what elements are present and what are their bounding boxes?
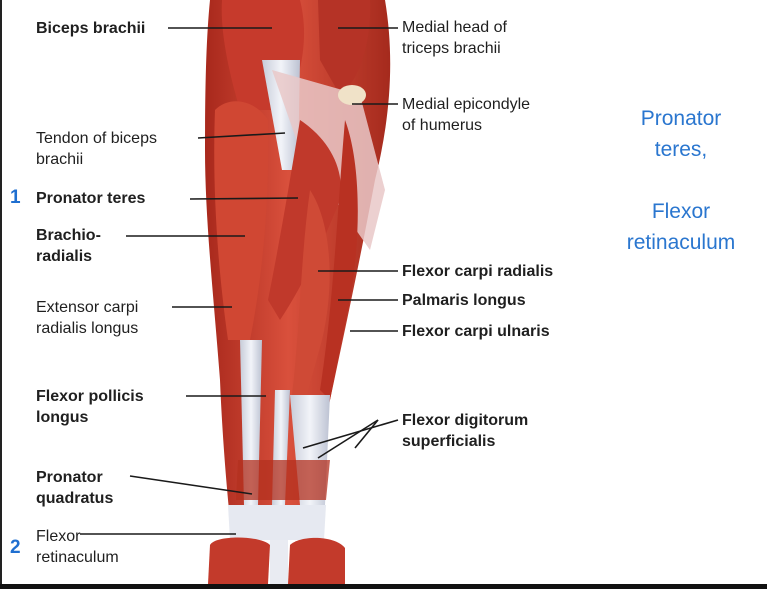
label-medial-epicondyle-line1: Medial epicondyle — [402, 96, 531, 113]
label-palmaris-longus: Palmaris longus — [402, 292, 526, 309]
flexor-carpi-radialis-muscle — [290, 190, 330, 420]
label-fpl-line2: longus — [36, 409, 89, 426]
marker-number-2: 2 — [10, 537, 21, 558]
label-tendon-of-biceps-line2: brachii — [36, 151, 84, 168]
label-medial-epicondyle-line2: of humerus — [402, 117, 483, 134]
label-flexor-retinaculum-line1: Flexor — [36, 528, 81, 545]
side-note-line4: retinaculum — [626, 231, 736, 254]
triceps-medial-head — [318, 0, 371, 95]
leader-fds-c — [354, 419, 379, 449]
label-pronator-quadratus-line1: Pronator — [36, 469, 103, 486]
label-flexor-carpi-ulnaris: Flexor carpi ulnaris — [402, 323, 550, 340]
label-brachioradialis-line1: Brachio- — [36, 227, 101, 244]
label-ecrl-line1: Extensor carpi — [36, 299, 139, 316]
label-flexor-carpi-radialis: Flexor carpi radialis — [402, 263, 554, 280]
leader-fds-a — [302, 419, 399, 449]
flexor-retinaculum-band — [228, 505, 326, 540]
side-note-line2: teres, — [654, 138, 708, 161]
medial-epicondyle — [338, 85, 366, 105]
side-note-line3: Flexor — [651, 200, 711, 223]
label-medial-head-line2: triceps brachii — [402, 40, 501, 57]
marker-number-1: 1 — [10, 187, 21, 208]
label-biceps-brachii: Biceps brachii — [36, 20, 146, 37]
leader-tendon-biceps — [197, 132, 286, 139]
pronator-quadratus-muscle — [236, 460, 330, 500]
label-ecrl-line2: radialis longus — [36, 320, 139, 337]
frame-left-border — [0, 0, 2, 589]
label-fpl-line1: Flexor pollicis — [36, 388, 144, 405]
pronator-teres-muscle — [268, 120, 341, 320]
label-tendon-of-biceps-line1: Tendon of biceps — [36, 130, 157, 147]
side-note-line1: Pronator — [640, 107, 722, 130]
hypothenar-muscle — [288, 537, 345, 584]
frame-bottom-border — [0, 584, 767, 589]
leader-lines — [80, 27, 399, 535]
leader-pq — [129, 475, 253, 495]
leader-pronator-teres — [189, 197, 299, 200]
palmar-tendon — [270, 540, 288, 584]
label-brachioradialis-line2: radialis — [36, 248, 93, 265]
label-fds-line2: superficialis — [402, 433, 496, 450]
label-pronator-teres: Pronator teres — [36, 190, 146, 207]
brachioradialis-muscle — [214, 101, 269, 340]
label-medial-head-line1: Medial head of — [402, 19, 507, 36]
label-flexor-retinaculum-line2: retinaculum — [36, 549, 119, 566]
thenar-muscle — [208, 537, 270, 584]
label-pronator-quadratus-line2: quadratus — [36, 490, 114, 507]
leader-fds-b — [317, 419, 379, 459]
flexor-carpi-ulnaris-muscle — [320, 120, 358, 400]
label-fds-line1: Flexor digitorum — [402, 412, 529, 429]
